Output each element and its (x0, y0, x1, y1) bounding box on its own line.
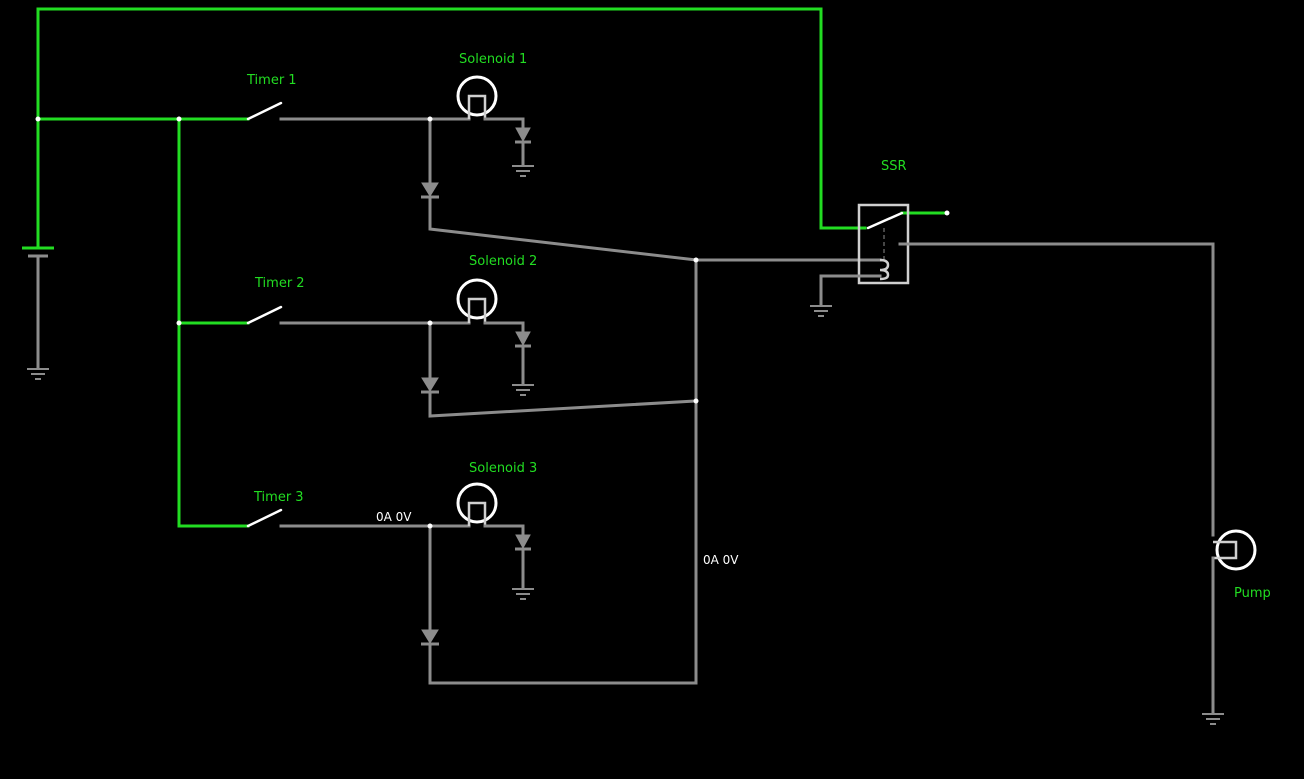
solenoid1-ground-icon (512, 165, 534, 177)
branch2-diode-icon (421, 321, 698, 418)
battery-positive-wire (36, 7, 867, 250)
timer1-label: Timer 1 (246, 73, 297, 88)
solenoid1[interactable] (428, 75, 525, 130)
pump[interactable] (1211, 529, 1257, 715)
timer2-switch[interactable] (246, 305, 432, 325)
solenoid3[interactable] (428, 482, 525, 537)
junctions (35, 116, 950, 529)
solenoid3-label: Solenoid 3 (469, 461, 537, 476)
pump-label: Pump (1234, 586, 1271, 601)
solenoid1-label: Solenoid 1 (459, 52, 527, 67)
solenoid2-label: Solenoid 2 (469, 254, 537, 269)
solenoid2[interactable] (428, 278, 525, 334)
battery[interactable] (22, 246, 54, 370)
timer1-switch[interactable] (246, 101, 432, 121)
branch1-diode-icon (421, 117, 698, 262)
timer2-label: Timer 2 (254, 276, 305, 291)
solenoid1-diode-icon (515, 127, 531, 167)
solenoid3-ground-icon (512, 588, 534, 600)
solenoid2-ground-icon (512, 384, 534, 396)
live-wires (36, 7, 949, 528)
timer3-readout: 0A 0V (376, 510, 412, 524)
timer3-switch[interactable] (246, 508, 432, 528)
ssr-ground-icon (810, 305, 832, 317)
solenoid3-diode-icon (515, 534, 531, 590)
battery-ground-icon (27, 368, 49, 380)
solenoid2-diode-icon (515, 331, 531, 386)
branch3-diode-icon (421, 258, 698, 685)
pump-ground-icon (1202, 713, 1224, 725)
timer-bus-wire (177, 117, 250, 528)
ssr-relay[interactable] (819, 203, 1215, 537)
diode-bus-readout: 0A 0V (703, 553, 739, 567)
ssr-label: SSR (881, 159, 907, 174)
timer3-label: Timer 3 (253, 490, 304, 505)
